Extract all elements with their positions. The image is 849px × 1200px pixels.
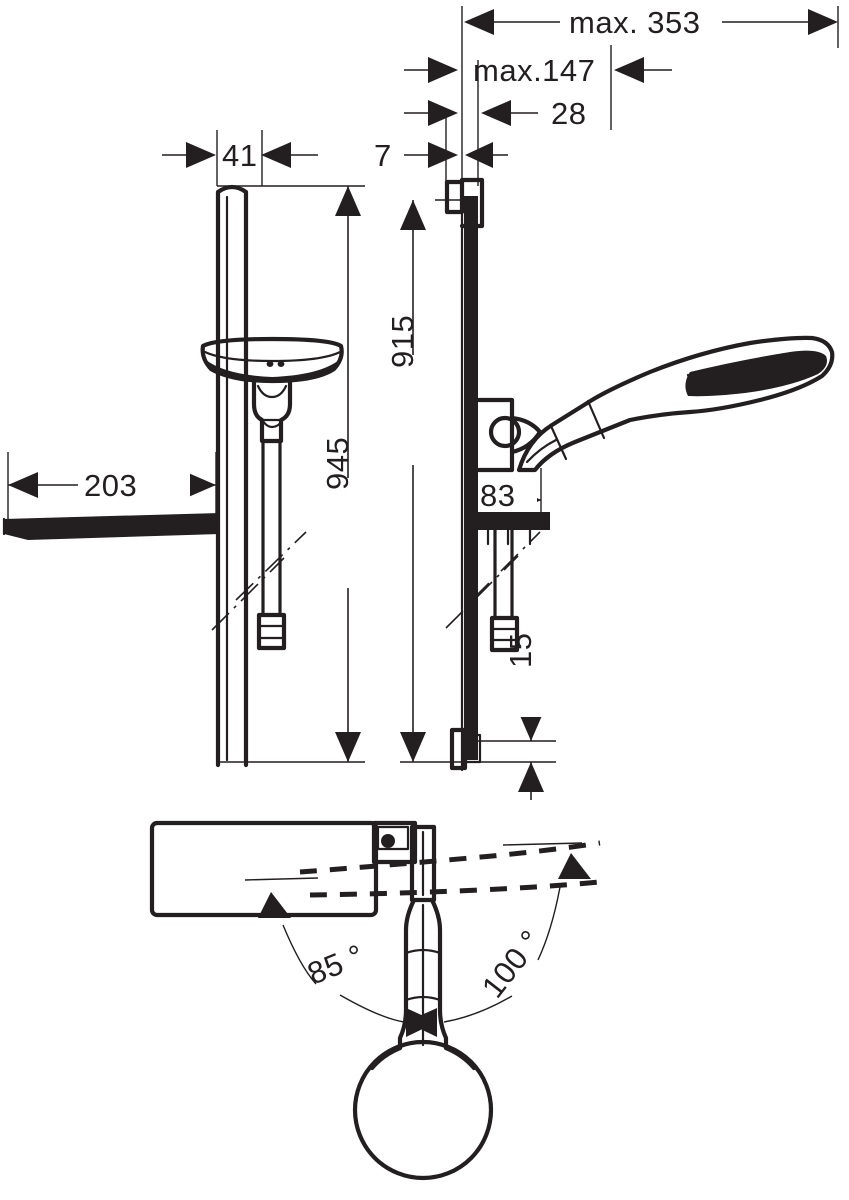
- label-203: 203: [84, 468, 137, 503]
- side-view-rail: [444, 177, 485, 771]
- plan-angle-pointers: [244, 842, 591, 1037]
- front-view-hose: [256, 439, 287, 651]
- label-max-353: max. 353: [569, 5, 701, 40]
- dimension-7: 7: [374, 138, 508, 173]
- label-41: 41: [222, 138, 257, 173]
- front-view-slider-holder: [251, 380, 293, 444]
- front-view-assembly: [2, 184, 344, 768]
- bottom-plan-view: 85 ° 100 °: [149, 820, 601, 1181]
- front-view-soap-dish: [200, 336, 344, 384]
- label-915: 915: [385, 315, 420, 368]
- plan-swivel-dashed-lines: [299, 840, 601, 898]
- label-7: 7: [374, 138, 392, 173]
- label-angle-100: 100 °: [475, 923, 549, 1004]
- side-view-hose-connector: [464, 512, 550, 653]
- side-view-assembly: [444, 177, 835, 772]
- dimension-28: 28: [404, 96, 586, 131]
- label-945: 945: [320, 437, 355, 490]
- label-max-147: max.147: [473, 53, 595, 88]
- dimension-915: 915: [385, 200, 433, 762]
- dimension-15: 15: [503, 633, 548, 800]
- side-view-break-line: [471, 531, 541, 601]
- front-view-break-line-2: [211, 557, 285, 631]
- dimension-max-147: max.147: [404, 53, 672, 88]
- dimension-max-353: max. 353: [464, 5, 838, 40]
- dimension-203: 203: [8, 466, 216, 504]
- dimension-945: 945: [320, 186, 368, 762]
- plan-mounting-block: [371, 820, 418, 865]
- label-28: 28: [551, 96, 586, 131]
- dimension-83: 83: [470, 478, 541, 513]
- dimension-41: 41: [162, 138, 318, 173]
- front-view-shower-arm: [2, 513, 220, 540]
- side-view-break-line-2: [445, 555, 519, 629]
- side-view-hand-shower: [516, 335, 835, 473]
- front-view-rail: [215, 184, 249, 768]
- front-view-break-line: [235, 531, 307, 601]
- label-angle-85: 85 °: [303, 937, 369, 991]
- label-83: 83: [480, 478, 515, 513]
- plan-shower-head-circle: [352, 1039, 494, 1181]
